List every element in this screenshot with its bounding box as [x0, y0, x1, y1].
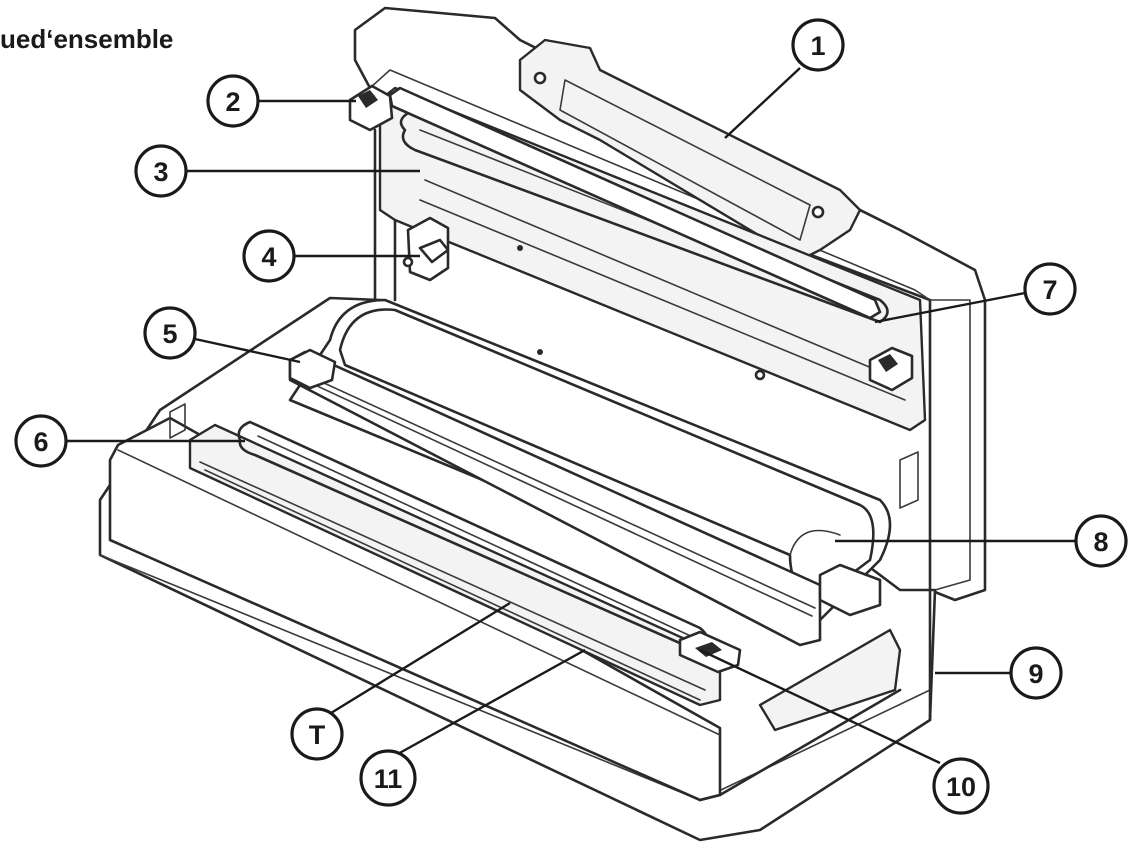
callout-2: 2 [206, 74, 260, 128]
callout-label: 6 [33, 427, 48, 457]
callout-1: 1 [791, 18, 845, 72]
callout-label: 1 [810, 31, 825, 61]
diagram-title: ued‘ensemble [0, 24, 173, 54]
base [98, 296, 937, 842]
callout-label: 11 [374, 764, 403, 794]
callout-6: 6 [14, 414, 68, 468]
callout-10: 10 [932, 757, 990, 815]
callout-label: 2 [225, 87, 240, 117]
leader-T [330, 601, 511, 715]
callout-label: 10 [946, 772, 976, 802]
callout-label: 9 [1028, 659, 1043, 689]
leader-1 [724, 67, 801, 139]
callout-label: 3 [153, 157, 168, 187]
callout-9: 9 [1009, 646, 1063, 700]
callout-5: 5 [143, 306, 197, 360]
callout-label: 7 [1042, 275, 1057, 305]
callout-label: 8 [1093, 527, 1108, 557]
leader-7 [874, 291, 1026, 324]
leader-5 [194, 337, 301, 364]
callout-label: 4 [261, 242, 276, 272]
leader-11 [395, 648, 586, 757]
callouts: 1 2 3 4 5 6 7 8 [14, 18, 1128, 815]
callout-label: T [309, 720, 326, 750]
leader-lines [66, 67, 1076, 765]
callout-11: 11 [359, 749, 417, 807]
leader-10 [699, 648, 941, 765]
callout-T: T [290, 707, 344, 761]
callout-4: 4 [242, 229, 296, 283]
device-illustration [98, 6, 987, 842]
callout-7: 7 [1023, 262, 1077, 316]
callout-3: 3 [134, 144, 188, 198]
callout-label: 5 [162, 319, 177, 349]
lid [348, 6, 987, 602]
callout-8: 8 [1074, 514, 1128, 568]
